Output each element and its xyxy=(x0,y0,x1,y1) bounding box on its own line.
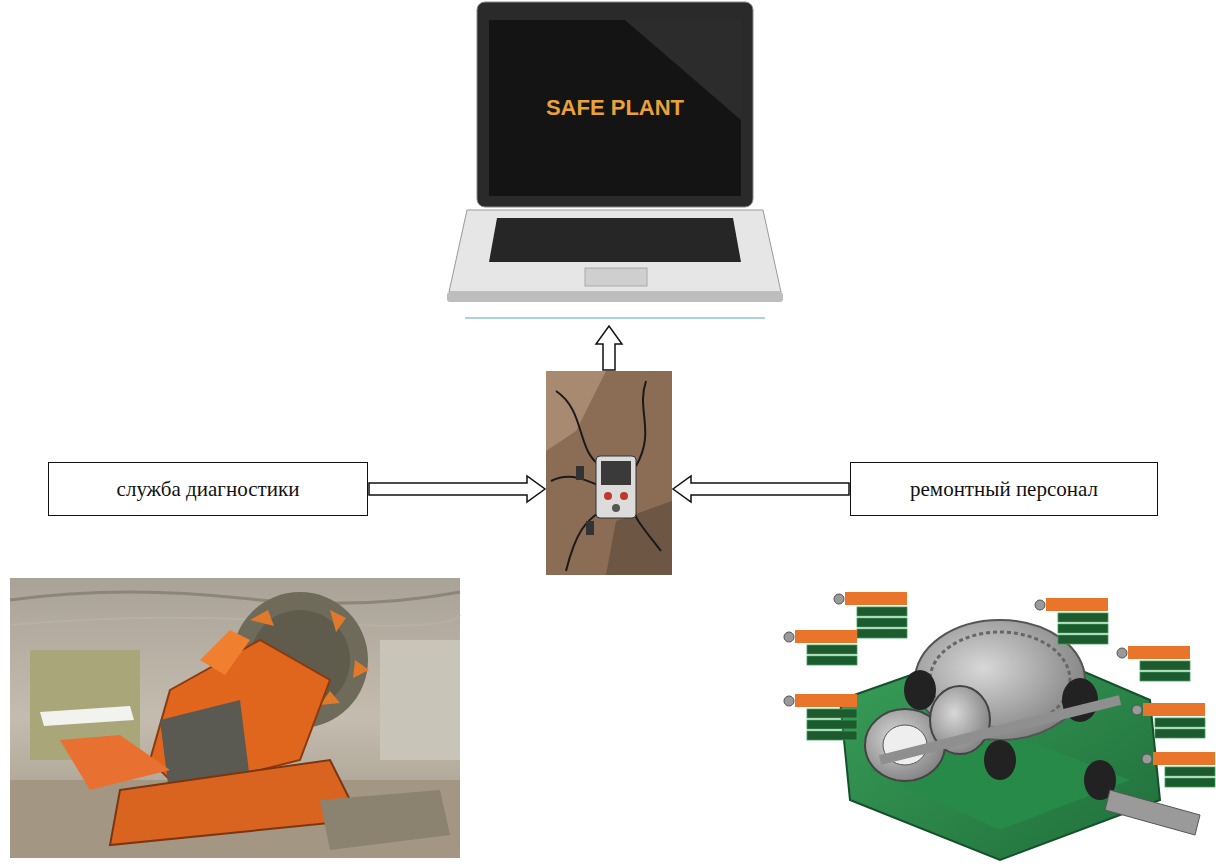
callout-row xyxy=(1058,613,1108,622)
bearing xyxy=(984,740,1016,780)
callout-row xyxy=(1140,661,1190,670)
callout-icon xyxy=(834,594,844,604)
callout-header xyxy=(1143,703,1205,716)
laptop-base xyxy=(449,210,781,292)
callout-row xyxy=(1058,624,1108,633)
shadow-line xyxy=(465,317,765,319)
callout-row xyxy=(807,731,857,740)
analyzer-button xyxy=(604,492,612,500)
analyzer-screen xyxy=(601,461,631,485)
analyzer-button xyxy=(620,492,628,500)
hollow-arrow xyxy=(596,326,622,370)
output-shaft xyxy=(1105,790,1200,835)
device-photo xyxy=(546,371,672,575)
callout-header xyxy=(845,592,907,605)
callout-table xyxy=(1035,598,1108,644)
callout-row xyxy=(1058,635,1108,644)
callout-icon xyxy=(1132,705,1142,715)
wall-patch xyxy=(380,640,460,760)
mining-machine-photo xyxy=(10,578,460,858)
laptop-lid xyxy=(477,2,753,207)
machine-cab xyxy=(60,735,170,790)
process-box: служба диагностики xyxy=(48,462,368,516)
sensor-wires xyxy=(551,381,661,571)
photo-ground xyxy=(10,578,460,858)
callout-table xyxy=(1117,646,1190,681)
callout-table xyxy=(1142,752,1215,787)
rock-seam xyxy=(10,592,460,603)
callout-row xyxy=(807,720,857,729)
callout-row xyxy=(1165,778,1215,787)
measurement-callouts xyxy=(784,592,1215,787)
machine-boom xyxy=(200,630,250,675)
photo-ground xyxy=(546,371,672,575)
callout-icon xyxy=(784,632,794,642)
callout-table xyxy=(784,630,857,665)
laptop-outline xyxy=(445,0,785,325)
callout-row xyxy=(1140,672,1190,681)
node-label: SAFE PLANT xyxy=(546,95,684,121)
sensor xyxy=(586,521,594,535)
node-label: ремонтный персонал xyxy=(910,477,1098,502)
hollow-arrow xyxy=(673,476,849,502)
touchpad xyxy=(585,268,647,286)
node-label: служба диагностики xyxy=(117,477,300,502)
process-box: ремонтный персонал xyxy=(850,462,1158,516)
hollow-arrow xyxy=(369,476,545,502)
callout-icon xyxy=(784,696,794,706)
callout-table xyxy=(1132,703,1205,738)
callout-row xyxy=(1155,718,1205,727)
callout-row xyxy=(1155,729,1205,738)
bearing xyxy=(904,670,936,710)
callout-table xyxy=(784,694,857,740)
shaft xyxy=(880,700,1120,760)
callout-row xyxy=(807,645,857,654)
callout-icon xyxy=(1117,648,1127,658)
callout-header xyxy=(795,630,857,643)
photo-patch xyxy=(546,371,606,451)
callout-row xyxy=(857,629,907,638)
keyboard xyxy=(489,218,741,262)
callout-header xyxy=(1046,598,1108,611)
callout-row xyxy=(807,709,857,718)
callout-row xyxy=(1165,767,1215,776)
callout-row xyxy=(807,656,857,665)
gearbox-model xyxy=(784,592,1215,860)
analyzer-body xyxy=(596,456,636,518)
analyzer-button xyxy=(612,504,620,512)
callout-icon xyxy=(1035,600,1045,610)
callout-header xyxy=(795,694,857,707)
laptop-screen xyxy=(489,20,741,196)
analyzer-device xyxy=(546,371,672,575)
callout-header xyxy=(1128,646,1190,659)
callout-icon xyxy=(1142,754,1152,764)
callout-header xyxy=(1153,752,1215,765)
rock-seam xyxy=(10,615,460,626)
rock-pile xyxy=(320,790,450,850)
callout-row xyxy=(857,607,907,616)
machine-arm xyxy=(40,706,134,726)
laptop-node: SAFE PLANT xyxy=(445,0,785,325)
screen-area: SAFE PLANT xyxy=(489,20,741,196)
callout-row xyxy=(857,618,907,627)
laptop-front xyxy=(447,292,783,302)
sensor xyxy=(576,466,584,480)
